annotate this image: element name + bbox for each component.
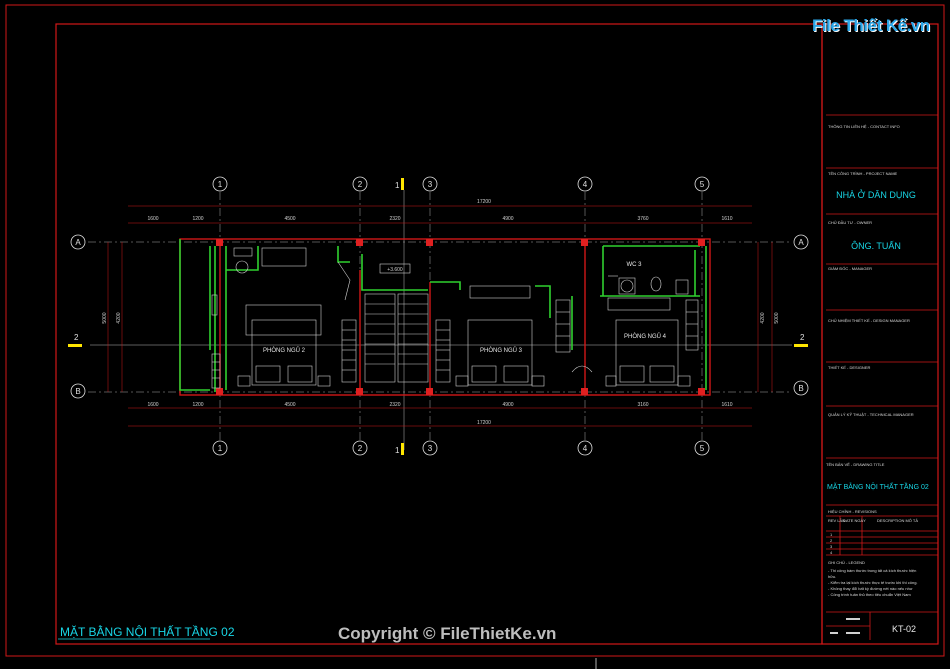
stair-level: +3.600 — [387, 267, 403, 273]
dim-top-6: 3760 — [637, 216, 648, 222]
title-block-texts: THÔNG TIN LIÊN HỆ - CONTACT INFO TÊN CÔN… — [826, 124, 929, 634]
dim-top-2: 1200 — [192, 216, 203, 222]
dim-right-2: 5000 — [774, 312, 780, 323]
axis-top-3: 3 — [428, 180, 433, 189]
axis-bottom-4: 4 — [583, 444, 588, 453]
bedroom-4-furniture — [605, 297, 699, 387]
tb-note-5: - Công trình tuân thủ theo tiêu chuẩn Vi… — [828, 592, 911, 597]
section-mark-top: 1 — [395, 181, 400, 190]
tb-drawing-title-label: TÊN BẢN VẼ - DRAWING TITLE — [826, 462, 885, 467]
axis-right-b: B — [798, 384, 803, 393]
tb-designer-label: THIẾT KẾ - DESIGNER — [828, 365, 870, 370]
section-mark-right: 2 — [800, 333, 805, 342]
tb-drawing-title: MẶT BẰNG NỘI THẤT TẦNG 02 — [827, 481, 929, 491]
dim-bottom-3: 4500 — [284, 402, 295, 408]
drawing-title: MẶT BẰNG NỘI THẤT TẦNG 02 — [60, 624, 235, 639]
dim-top-1: 1600 — [147, 216, 158, 222]
tb-note-2: hữu. — [828, 574, 836, 579]
tb-rev-col-2: DATE NGÀY — [843, 518, 866, 523]
tb-owner-name: ÔNG. TUẤN — [851, 241, 901, 251]
dim-left-1: 5000 — [102, 312, 108, 323]
axis-bubble-labels: 1 2 3 4 5 1 2 3 4 5 A B A B — [75, 180, 804, 453]
tb-rev-row-2: 2 — [830, 538, 833, 543]
axis-top-5: 5 — [700, 180, 705, 189]
label-bedroom-4: PHÒNG NGỦ 4 — [624, 333, 667, 340]
tb-rev-row-1: 1 — [830, 532, 833, 537]
bedroom-2-furniture — [233, 247, 357, 387]
stair-level-tag: +3.600 — [379, 263, 411, 274]
tb-project-name: NHÀ Ở DÂN DỤNG — [836, 189, 916, 200]
axis-right-a: A — [798, 238, 804, 247]
title-block-bars — [830, 618, 860, 634]
axis-bottom-5: 5 — [700, 444, 705, 453]
axis-bubbles — [70, 176, 809, 456]
dim-left-2: 4200 — [116, 312, 122, 323]
axis-bottom-3: 3 — [428, 444, 433, 453]
axis-top-1: 1 — [218, 180, 223, 189]
tb-revision-label: HIỆU CHỈNH - REVISIONS — [828, 509, 877, 514]
dim-total-bottom: 17200 — [477, 420, 491, 426]
tb-contact-label: THÔNG TIN LIÊN HỆ - CONTACT INFO — [828, 124, 900, 129]
staircase — [337, 261, 429, 383]
dim-right-1: 4200 — [760, 312, 766, 323]
axis-bottom-2: 2 — [358, 444, 363, 453]
dim-top-5: 4900 — [502, 216, 513, 222]
tb-design-manager-label: CHỦ NHIỆM THIẾT KẾ - DESIGN MANAGER — [828, 318, 910, 323]
dimension-texts: 1600 1200 4500 2320 4900 3760 1610 17200… — [102, 199, 780, 426]
tb-director-label: GIÁM ĐỐC - MANAGER — [828, 266, 872, 271]
dim-total-top: 17200 — [477, 199, 491, 205]
tb-note-3: - Kiểm tra lại kích thước thực tế trước … — [828, 580, 918, 585]
tb-rev-col-3: DESCRIPTION MÔ TẢ — [877, 518, 918, 523]
structural-columns — [216, 239, 705, 395]
label-bedroom-3: PHÒNG NGỦ 3 — [480, 347, 523, 354]
tb-rev-row-4: 4 — [830, 550, 833, 555]
section-marker-labels: 1 1 2 2 — [74, 181, 805, 455]
tb-note-4: - Không thay đổi bất kỳ đường nét nào nế… — [828, 586, 913, 591]
axis-top-2: 2 — [358, 180, 363, 189]
room-labels: PHÒNG NGỦ 2 PHÒNG NGỦ 3 PHÒNG NGỦ 4 WC 3 — [263, 262, 667, 354]
tb-project-label: TÊN CÔNG TRÌNH - PROJECT NAME — [828, 171, 898, 176]
dim-bottom-4: 2320 — [389, 402, 400, 408]
dim-bottom-2: 1200 — [192, 402, 203, 408]
label-bedroom-2: PHÒNG NGỦ 2 — [263, 347, 306, 354]
dim-top-3: 4500 — [284, 216, 295, 222]
title-block-lines — [826, 114, 938, 640]
label-wc: WC 3 — [627, 262, 643, 268]
dim-bottom-7: 1610 — [721, 402, 732, 408]
tb-rev-row-3: 3 — [830, 544, 833, 549]
logo-text: File Thiết Kế.vn — [812, 16, 930, 35]
bedroom-2-aux — [211, 294, 221, 389]
tb-note-1: - Thi công bám thước trong tất cả kích t… — [828, 568, 916, 573]
tb-owner-label: CHỦ ĐẦU TƯ - OWNER — [828, 220, 872, 225]
section-mark-bottom: 1 — [395, 446, 400, 455]
dim-top-7: 1610 — [721, 216, 732, 222]
tb-sheet-number: KT-02 — [892, 624, 916, 634]
copyright-watermark: Copyright © FileThietKe.vn — [338, 624, 557, 643]
dim-bottom-5: 4900 — [502, 402, 513, 408]
wc-fixtures — [608, 275, 689, 295]
section-markers — [68, 178, 808, 455]
axis-left-b: B — [75, 387, 80, 396]
tb-tech-manager-label: QUẢN LÝ KỸ THUẬT - TECHNICAL MANAGER — [828, 412, 914, 417]
section-mark-left: 2 — [74, 333, 79, 342]
dim-top-4: 2320 — [389, 216, 400, 222]
dim-bottom-6: 3160 — [637, 402, 648, 408]
dim-bottom-1: 1600 — [147, 402, 158, 408]
axis-top-4: 4 — [583, 180, 588, 189]
axis-bottom-1: 1 — [218, 444, 223, 453]
dimension-lines — [107, 205, 773, 427]
section-line — [90, 190, 792, 450]
tb-rev-col-1: REV LẦN — [828, 518, 845, 523]
tb-notes-label: GHI CHÚ - LEGEND — [828, 560, 865, 565]
sheet-frame — [5, 4, 945, 657]
axis-left-a: A — [75, 238, 81, 247]
bedroom-3-furniture — [435, 285, 593, 387]
filethietke-logo: File Thiết Kế.vn — [812, 12, 930, 44]
